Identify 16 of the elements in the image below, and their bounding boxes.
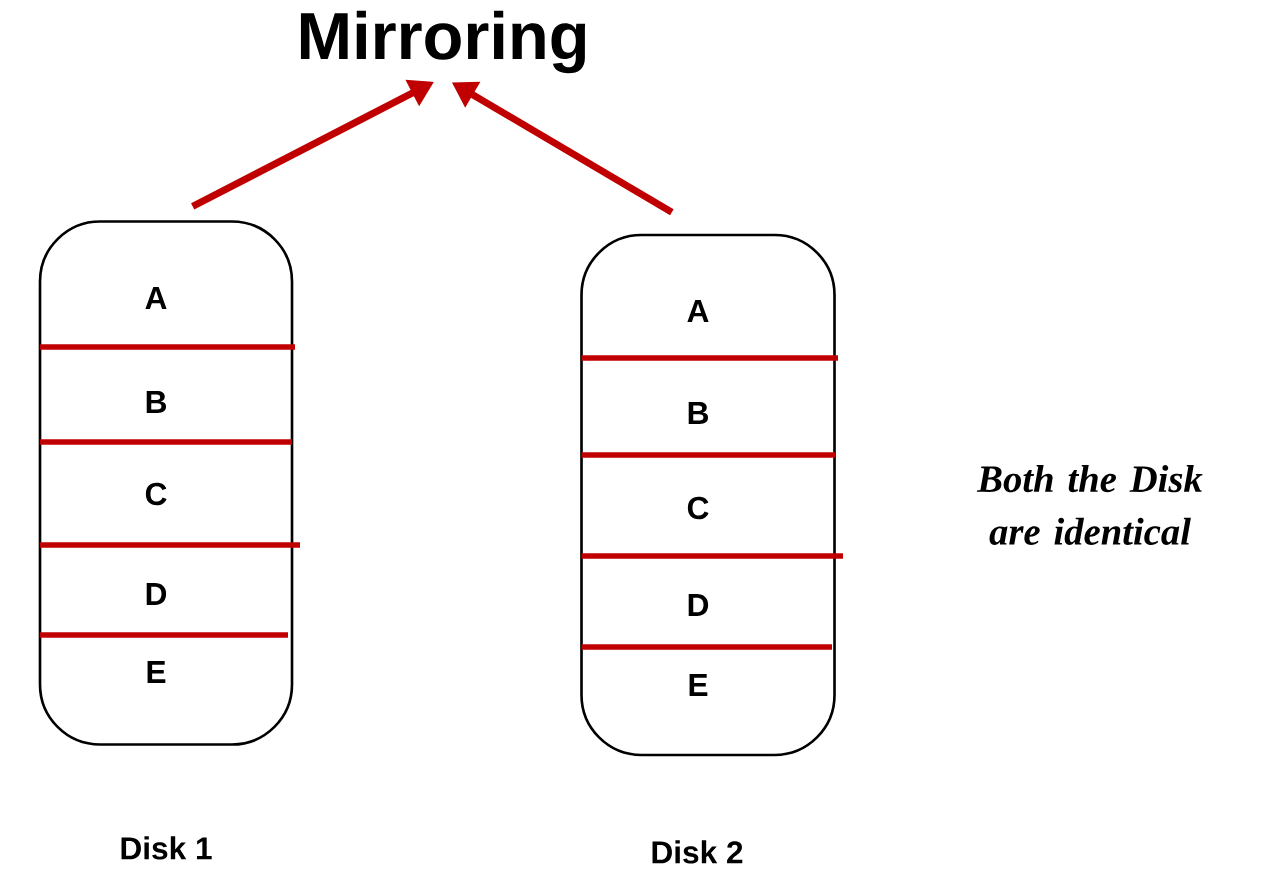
segment-label: C bbox=[687, 496, 709, 520]
segment-label: E bbox=[689, 674, 708, 696]
disk-label: Disk 1 bbox=[121, 836, 212, 860]
disk-drawing bbox=[38, 220, 300, 746]
segment-label: D bbox=[146, 583, 167, 605]
disk-drawing bbox=[580, 233, 843, 757]
segment-label: D bbox=[688, 594, 709, 616]
segment-label: B bbox=[146, 391, 166, 413]
segment-label: A bbox=[687, 300, 709, 322]
segment-label: E bbox=[147, 661, 166, 683]
segment-label: C bbox=[145, 482, 167, 506]
segment-label: A bbox=[145, 287, 167, 309]
note-text: Both the Disk are identical bbox=[976, 465, 1203, 545]
disk-label: Disk 2 bbox=[652, 840, 743, 864]
segment-label: B bbox=[688, 402, 708, 424]
heading-text: Mirroring bbox=[300, 10, 586, 74]
